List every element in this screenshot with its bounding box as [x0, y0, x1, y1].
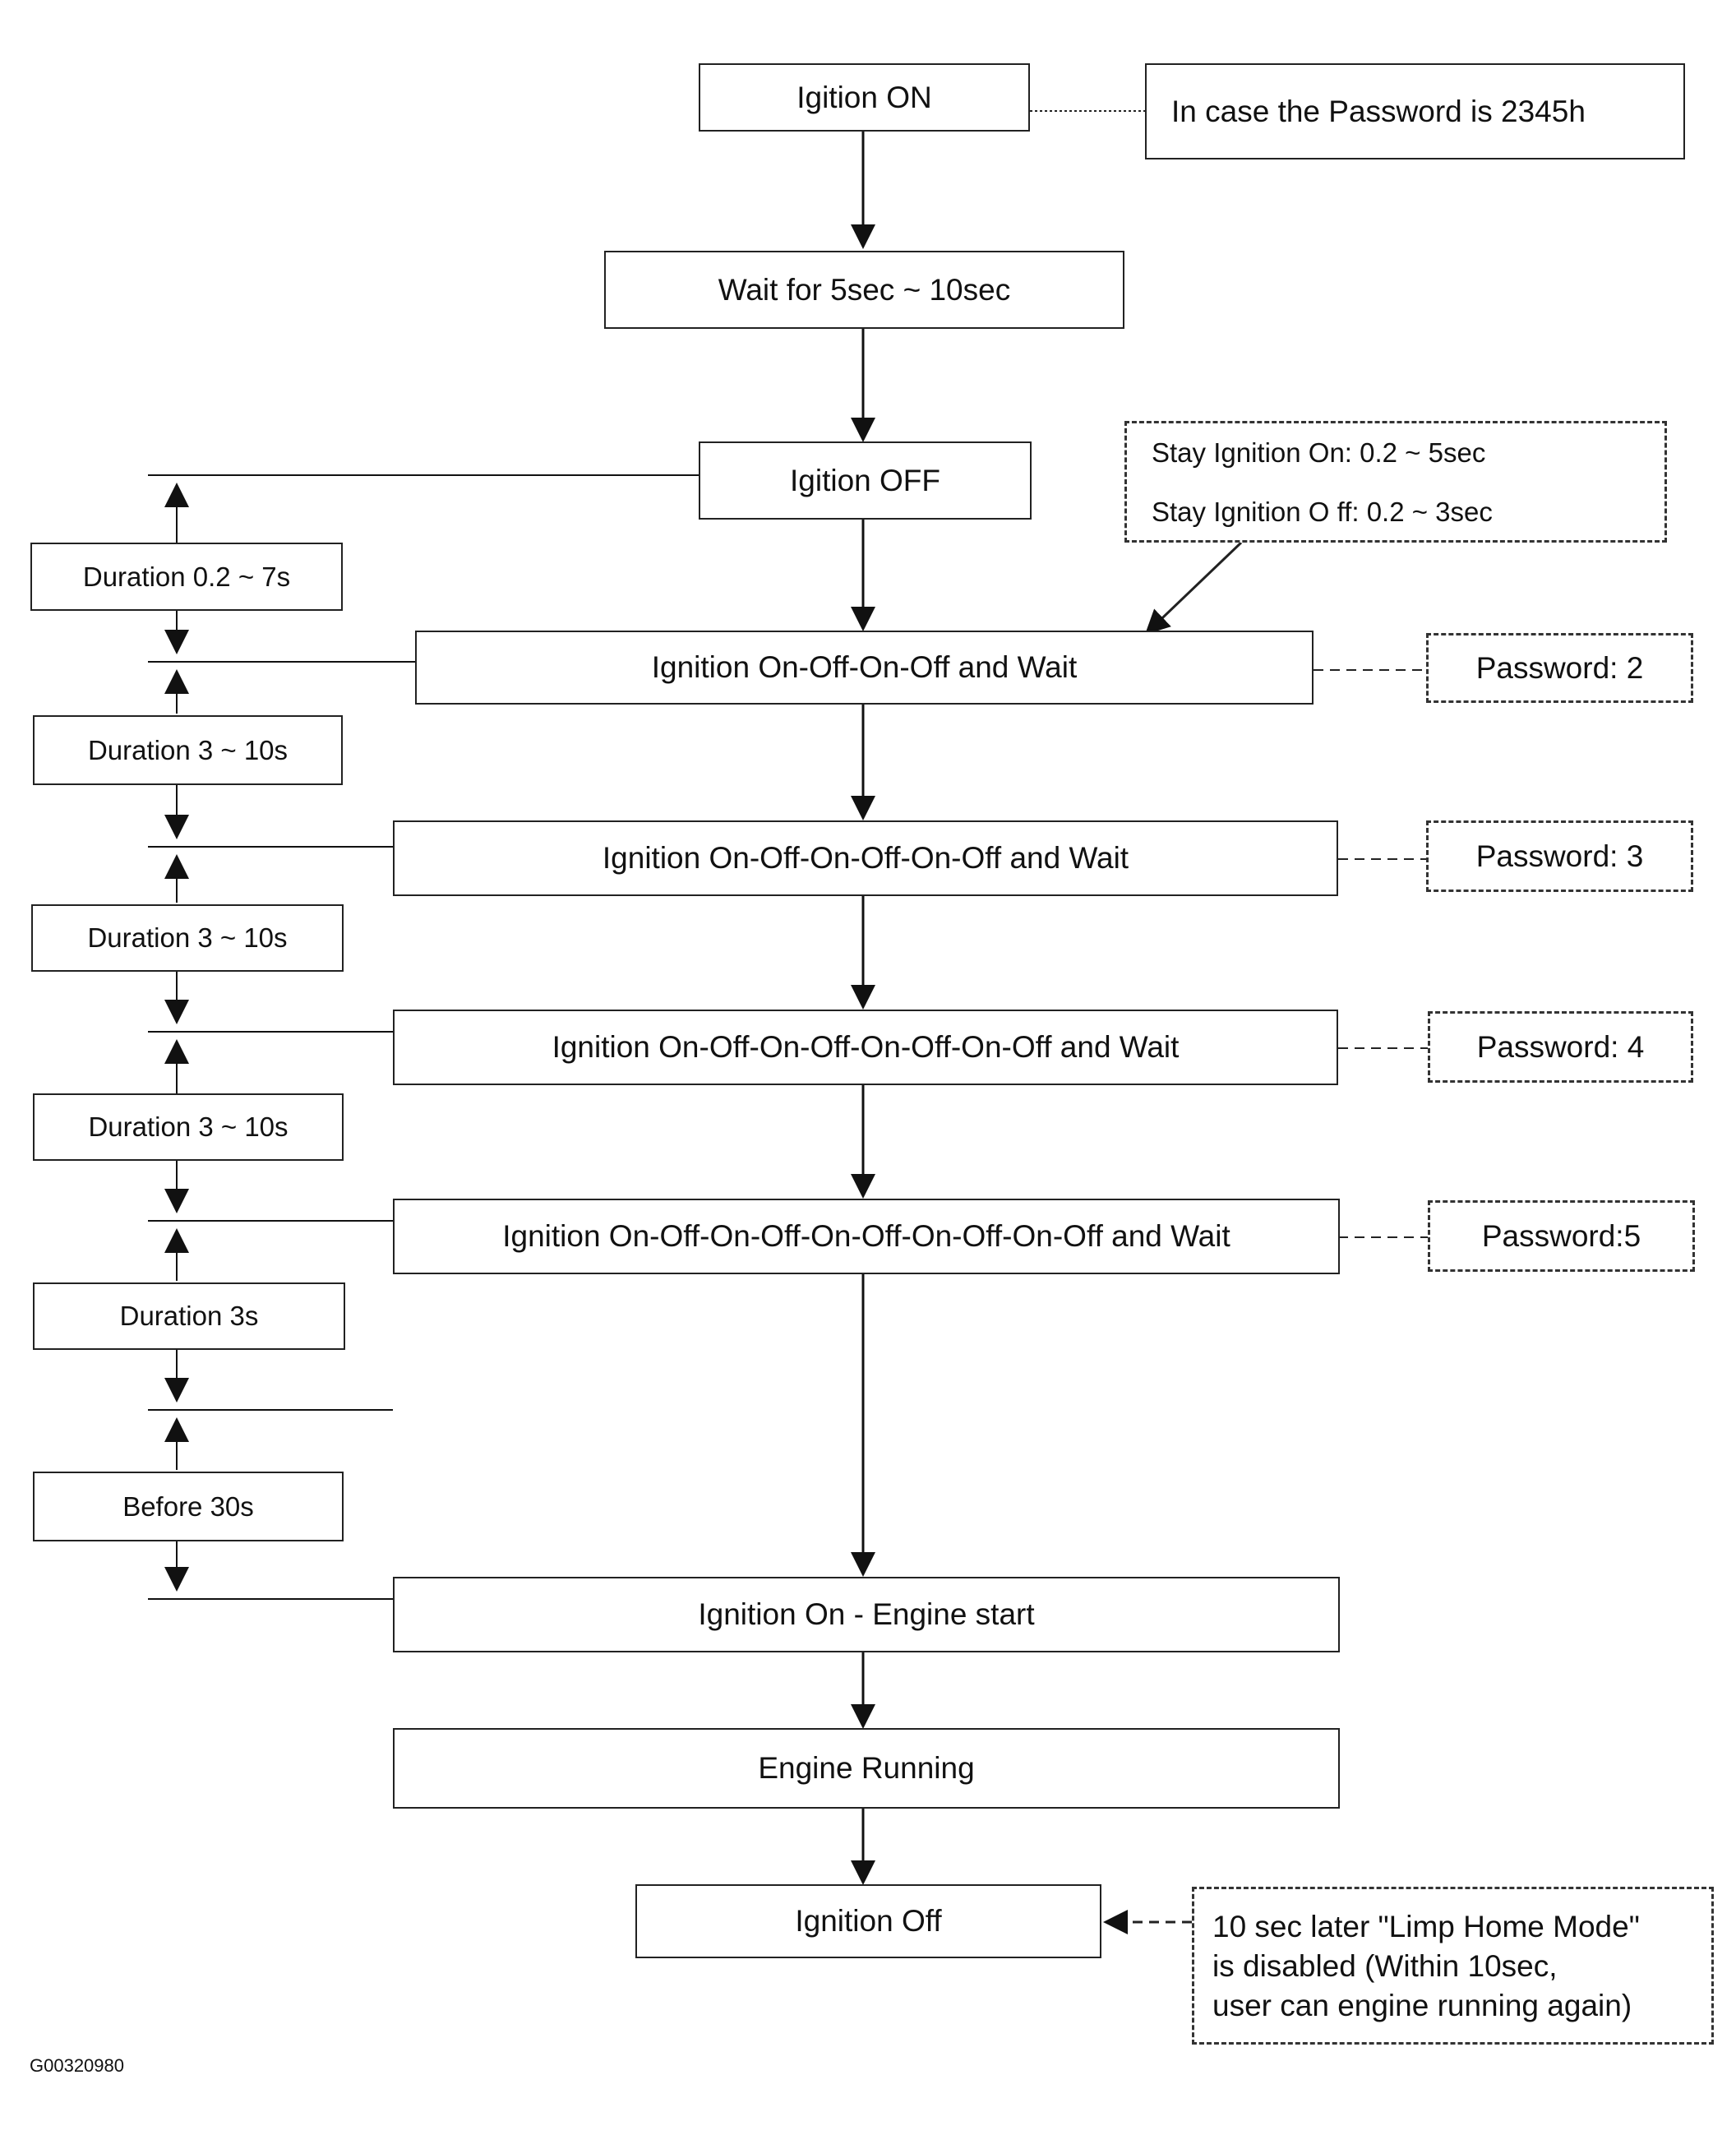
- stay-on-text: Stay Ignition On: 0.2 ~ 5sec: [1152, 437, 1486, 468]
- password-5-note: Password:5: [1428, 1200, 1695, 1272]
- password-2-note: Password: 2: [1426, 633, 1693, 703]
- limp-line-2: is disabled (Within 10sec,: [1212, 1949, 1558, 1983]
- before-30s-label: Before 30s: [33, 1472, 344, 1541]
- final-ignition-off-box: Ignition Off: [635, 1884, 1101, 1958]
- stay-ignition-note: Stay Ignition On: 0.2 ~ 5sec Stay Igniti…: [1124, 421, 1667, 543]
- password-case-note: In case the Password is 2345h: [1145, 63, 1685, 159]
- stay-off-text: Stay Ignition O ff: 0.2 ~ 3sec: [1152, 497, 1493, 527]
- duration-5-label: Duration 3s: [33, 1282, 345, 1350]
- sequence-2-box: Ignition On-Off-On-Off and Wait: [415, 631, 1314, 705]
- ignition-on-box: Igition ON: [699, 63, 1030, 132]
- limp-line-1: 10 sec later "Limp Home Mode": [1212, 1910, 1640, 1943]
- engine-start-box: Ignition On - Engine start: [393, 1577, 1340, 1652]
- password-4-note: Password: 4: [1428, 1011, 1693, 1083]
- duration-1-label: Duration 0.2 ~ 7s: [30, 543, 343, 611]
- duration-4-label: Duration 3 ~ 10s: [33, 1093, 344, 1161]
- sequence-3-box: Ignition On-Off-On-Off-On-Off and Wait: [393, 820, 1338, 896]
- limp-line-3: user can engine running again): [1212, 1989, 1632, 2022]
- wait-box: Wait for 5sec ~ 10sec: [604, 251, 1124, 329]
- duration-3-label: Duration 3 ~ 10s: [31, 904, 344, 972]
- figure-code: G00320980: [30, 2055, 124, 2076]
- engine-running-box: Engine Running: [393, 1728, 1340, 1809]
- sequence-5-box: Ignition On-Off-On-Off-On-Off-On-Off-On-…: [393, 1199, 1340, 1274]
- duration-2-label: Duration 3 ~ 10s: [33, 715, 343, 785]
- note-connectors: [1030, 110, 1428, 1934]
- timing-ruler: [148, 474, 699, 1600]
- ignition-off-box: Igition OFF: [699, 441, 1032, 520]
- sequence-4-box: Ignition On-Off-On-Off-On-Off-On-Off and…: [393, 1010, 1338, 1085]
- limp-home-note: 10 sec later "Limp Home Mode" is disable…: [1192, 1887, 1714, 2045]
- password-3-note: Password: 3: [1426, 820, 1693, 892]
